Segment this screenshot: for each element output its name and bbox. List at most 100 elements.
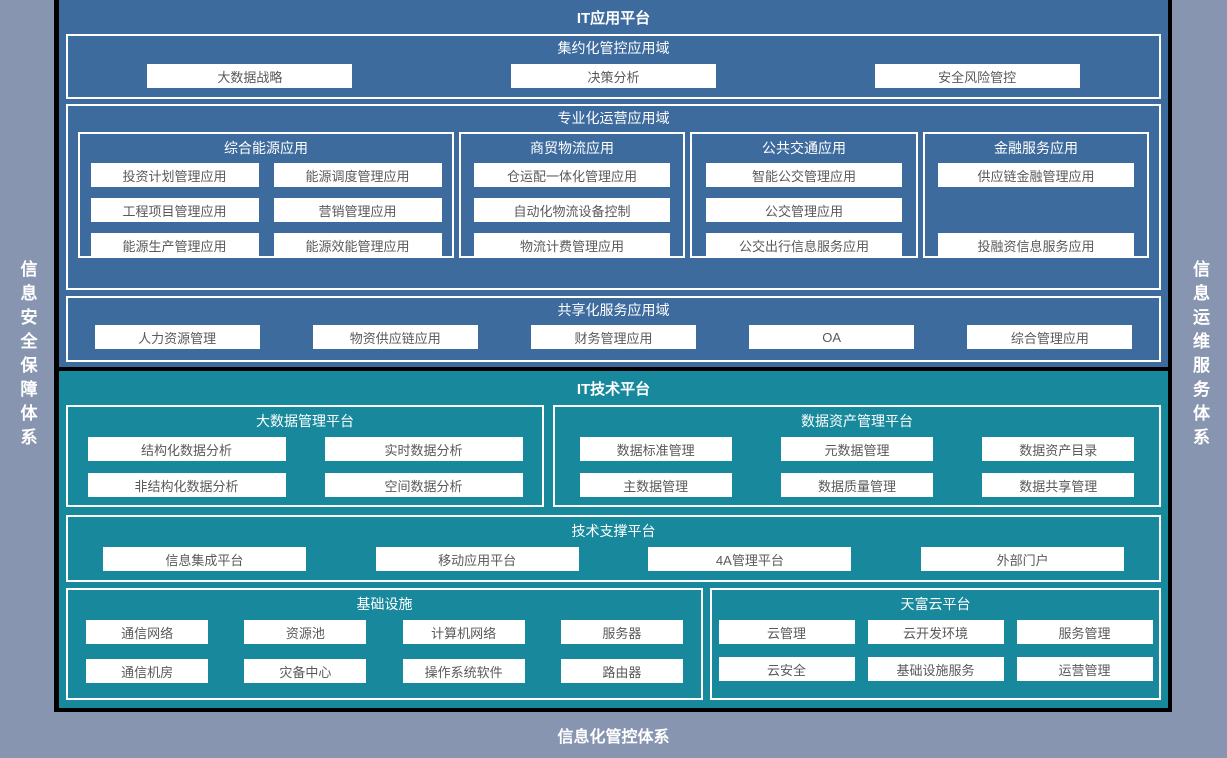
- bottom-rail-label: 信息化管控体系: [557, 729, 670, 746]
- item-disaster-recovery-center: 灾备中心: [244, 659, 367, 683]
- shared-domain-box: 共享化服务应用域 人力资源管理 物资供应链应用 财务管理应用 OA 综合管理应用: [66, 296, 1161, 362]
- item-operations-mgmt: 运营管理: [1016, 657, 1153, 681]
- item-integration-platform: 信息集成平台: [102, 547, 306, 571]
- tech-platform-section: IT技术平台 大数据管理平台 结构化数据分析 实时数据分析 非结构化数据分析 空…: [59, 371, 1168, 708]
- item-investment-info-service: 投融资信息服务应用: [938, 233, 1134, 257]
- item-warehouse-transport-mgmt: 仓运配一体化管理应用: [474, 163, 670, 187]
- shared-domain-title: 共享化服务应用域: [557, 302, 670, 318]
- specialized-domain-box: 专业化运营应用域 综合能源应用 投资计划管理应用 能源调度管理应用 工程项目管理…: [66, 104, 1161, 290]
- public-transit-title: 公共交通应用: [762, 140, 846, 156]
- item-project-mgmt: 工程项目管理应用: [90, 198, 259, 222]
- right-rail-label: 信息运维服务体系: [1190, 260, 1209, 452]
- infrastructure-title: 基础设施: [356, 596, 413, 612]
- item-service-mgmt: 服务管理: [1016, 620, 1153, 644]
- item-finance-mgmt: 财务管理应用: [530, 325, 696, 349]
- item-energy-production-mgmt: 能源生产管理应用: [90, 233, 259, 257]
- tianfu-cloud-box: 天富云平台 云管理 云开发环境 服务管理 云安全 基础设施服务 运营管理: [710, 588, 1161, 700]
- item-data-standard-mgmt: 数据标准管理: [579, 437, 732, 461]
- tech-row-support: 技术支撑平台 信息集成平台 移动应用平台 4A管理平台 外部门户: [66, 515, 1161, 582]
- centralized-domain-title: 集约化管控应用域: [557, 40, 670, 56]
- energy-apps-column: 综合能源应用 投资计划管理应用 能源调度管理应用 工程项目管理应用 营销管理应用…: [78, 132, 454, 258]
- tech-platform-title: IT技术平台: [576, 380, 651, 398]
- item-oa: OA: [749, 325, 915, 349]
- item-4a-mgmt-platform: 4A管理平台: [648, 547, 852, 571]
- item-structured-data-analysis: 结构化数据分析: [87, 437, 286, 461]
- infrastructure-grid: 通信网络 资源池 计算机网络 服务器 通信机房 灾备中心 操作系统软件 路由器: [68, 620, 701, 683]
- item-data-quality-mgmt: 数据质量管理: [780, 473, 933, 497]
- public-transit-column: 公共交通应用 智能公交管理应用 公交管理应用 公交出行信息服务应用: [690, 132, 918, 258]
- item-investment-plan-mgmt: 投资计划管理应用: [90, 163, 259, 187]
- bigdata-platform-title: 大数据管理平台: [256, 413, 354, 429]
- item-computer-network: 计算机网络: [402, 620, 525, 644]
- item-supply-chain-finance-mgmt: 供应链金融管理应用: [938, 163, 1134, 187]
- financial-services-column: 金融服务应用 供应链金融管理应用 投融资信息服务应用: [923, 132, 1149, 258]
- data-asset-platform-title: 数据资产管理平台: [801, 413, 913, 429]
- trade-logistics-title: 商贸物流应用: [530, 140, 614, 156]
- item-comm-room: 通信机房: [86, 659, 209, 683]
- item-transit-info-service: 公交出行信息服务应用: [706, 233, 902, 257]
- energy-apps-title: 综合能源应用: [224, 140, 308, 156]
- item-cloud-dev-env: 云开发环境: [867, 620, 1004, 644]
- item-decision-analysis: 决策分析: [510, 64, 716, 88]
- item-hr-mgmt: 人力资源管理: [94, 325, 260, 349]
- centralized-items-row: 大数据战略 决策分析 安全风险管控: [68, 64, 1159, 88]
- item-energy-efficiency-mgmt: 能源效能管理应用: [273, 233, 442, 257]
- item-automated-logistics-control: 自动化物流设备控制: [474, 198, 670, 222]
- tech-support-grid: 信息集成平台 移动应用平台 4A管理平台 外部门户: [68, 547, 1159, 571]
- tech-row-data: 大数据管理平台 结构化数据分析 实时数据分析 非结构化数据分析 空间数据分析 数…: [66, 405, 1161, 507]
- left-rail-label: 信息安全保障体系: [17, 260, 37, 452]
- tech-support-platform-box: 技术支撑平台 信息集成平台 移动应用平台 4A管理平台 外部门户: [66, 515, 1161, 582]
- item-bus-mgmt: 公交管理应用: [706, 198, 902, 222]
- item-router: 路由器: [560, 659, 683, 683]
- item-metadata-mgmt: 元数据管理: [780, 437, 933, 461]
- bottom-rail: 信息化管控体系: [0, 712, 1227, 758]
- energy-apps-grid: 投资计划管理应用 能源调度管理应用 工程项目管理应用 营销管理应用 能源生产管理…: [80, 163, 452, 257]
- specialized-domain-title: 专业化运营应用域: [557, 110, 670, 126]
- trade-logistics-grid: 仓运配一体化管理应用 自动化物流设备控制 物流计费管理应用: [461, 163, 683, 257]
- bigdata-grid: 结构化数据分析 实时数据分析 非结构化数据分析 空间数据分析: [68, 437, 542, 497]
- app-platform-title: IT应用平台: [576, 9, 651, 27]
- item-resource-pool: 资源池: [244, 620, 367, 644]
- tianfu-cloud-title: 天富云平台: [900, 596, 971, 612]
- shared-items-row: 人力资源管理 物资供应链应用 财务管理应用 OA 综合管理应用: [68, 325, 1159, 349]
- bigdata-platform-box: 大数据管理平台 结构化数据分析 实时数据分析 非结构化数据分析 空间数据分析: [66, 405, 544, 507]
- item-data-sharing-mgmt: 数据共享管理: [982, 473, 1135, 497]
- tech-support-platform-title: 技术支撑平台: [571, 523, 656, 539]
- item-energy-dispatch-mgmt: 能源调度管理应用: [273, 163, 442, 187]
- specialized-columns: 综合能源应用 投资计划管理应用 能源调度管理应用 工程项目管理应用 营销管理应用…: [68, 132, 1159, 258]
- item-cloud-mgmt: 云管理: [718, 620, 855, 644]
- infrastructure-box: 基础设施 通信网络 资源池 计算机网络 服务器 通信机房 灾备中心 操作系统软件…: [66, 588, 703, 700]
- item-big-data-strategy: 大数据战略: [147, 64, 353, 88]
- right-rail: 信息运维服务体系: [1172, 0, 1227, 712]
- item-cloud-security: 云安全: [718, 657, 855, 681]
- item-smart-bus-mgmt: 智能公交管理应用: [706, 163, 902, 187]
- item-os-software: 操作系统软件: [402, 659, 525, 683]
- item-master-data-mgmt: 主数据管理: [579, 473, 732, 497]
- item-server: 服务器: [560, 620, 683, 644]
- item-spatial-data-analysis: 空间数据分析: [324, 473, 523, 497]
- item-data-asset-catalog: 数据资产目录: [982, 437, 1135, 461]
- item-security-risk-control: 安全风险管控: [874, 64, 1080, 88]
- item-infra-services: 基础设施服务: [867, 657, 1004, 681]
- item-realtime-data-analysis: 实时数据分析: [324, 437, 523, 461]
- item-external-portal: 外部门户: [921, 547, 1125, 571]
- item-material-supply-chain: 物资供应链应用: [312, 325, 478, 349]
- trade-logistics-column: 商贸物流应用 仓运配一体化管理应用 自动化物流设备控制 物流计费管理应用: [459, 132, 685, 258]
- tianfu-cloud-grid: 云管理 云开发环境 服务管理 云安全 基础设施服务 运营管理: [712, 620, 1159, 681]
- financial-services-grid: 供应链金融管理应用 投融资信息服务应用: [925, 163, 1147, 257]
- app-platform-section: IT应用平台 集约化管控应用域 大数据战略 决策分析 安全风险管控 专业化运营应…: [59, 0, 1168, 367]
- data-asset-platform-box: 数据资产管理平台 数据标准管理 元数据管理 数据资产目录 主数据管理 数据质量管…: [553, 405, 1161, 507]
- public-transit-grid: 智能公交管理应用 公交管理应用 公交出行信息服务应用: [692, 163, 916, 257]
- item-mobile-app-platform: 移动应用平台: [375, 547, 579, 571]
- item-general-mgmt: 综合管理应用: [967, 325, 1133, 349]
- data-asset-grid: 数据标准管理 元数据管理 数据资产目录 主数据管理 数据质量管理 数据共享管理: [555, 437, 1159, 497]
- platform-divider: [59, 367, 1168, 371]
- left-rail: 信息安全保障体系: [0, 0, 54, 712]
- centralized-domain-box: 集约化管控应用域 大数据战略 决策分析 安全风险管控: [66, 34, 1161, 99]
- item-marketing-mgmt: 营销管理应用: [273, 198, 442, 222]
- item-unstructured-data-analysis: 非结构化数据分析: [87, 473, 286, 497]
- financial-services-title: 金融服务应用: [994, 140, 1078, 156]
- item-comm-network: 通信网络: [86, 620, 209, 644]
- main-frame: IT应用平台 集约化管控应用域 大数据战略 决策分析 安全风险管控 专业化运营应…: [54, 0, 1172, 712]
